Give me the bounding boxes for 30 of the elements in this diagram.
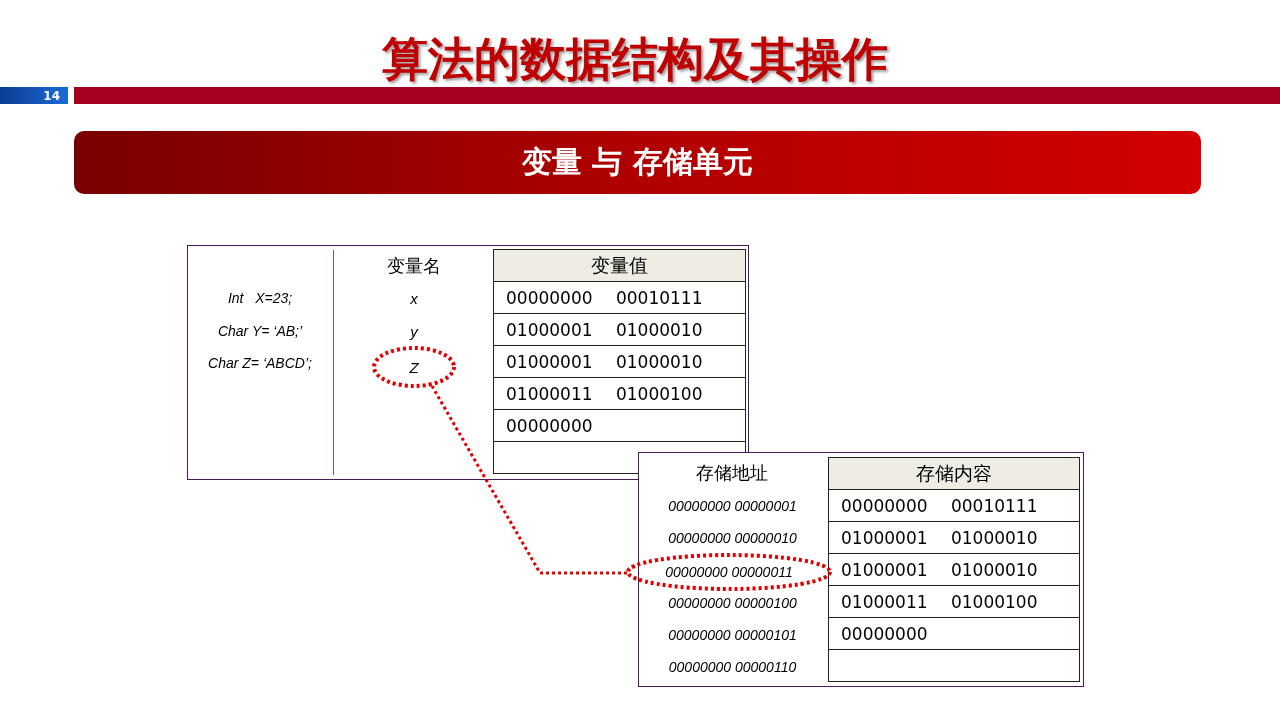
code-line: Int X=23;: [226, 289, 294, 308]
code-line: Char Y= ‘AB;’: [216, 322, 304, 341]
slide-title: 算法的数据结构及其操作: [381, 32, 889, 88]
table-cell: 00000000: [828, 618, 1080, 650]
memory-address: 00000000 00000110: [667, 658, 798, 677]
table-cell: 00000000: [493, 410, 746, 442]
table-cell: 01000001 01000010: [828, 554, 1080, 586]
memory-address: 00000000 00000001: [667, 497, 798, 516]
table-cell: 01000001 01000010: [493, 346, 746, 378]
page-number: 14: [0, 87, 68, 104]
table-cell: 00000000 00010111: [828, 490, 1080, 522]
variable-name: x: [409, 288, 419, 309]
table-cell: 01000001 01000010: [828, 522, 1080, 554]
memory-address: 00000000 00000011: [664, 563, 794, 582]
column-header: 变量名: [386, 254, 442, 278]
memory-address: 00000000 00000010: [667, 529, 798, 548]
column-header: 存储内容: [828, 457, 1080, 490]
memory-address: 00000000 00000100: [667, 594, 798, 613]
section-banner: 变量 与 存储单元: [74, 131, 1201, 194]
table-cell: 01000011 01000100: [493, 378, 746, 410]
dotted-connector: [430, 385, 627, 575]
table-cell: 00000000 00010111: [493, 282, 746, 314]
code-line: Char Z= ‘ABCD’;: [207, 354, 313, 373]
memory-address: 00000000 00000101: [667, 626, 798, 645]
variable-name: y: [408, 321, 420, 342]
column-header: 变量值: [493, 249, 746, 282]
table-cell: 01000011 01000100: [828, 586, 1080, 618]
table-cell: 01000001 01000010: [493, 314, 746, 346]
variable-name: Z: [408, 357, 420, 377]
column-header: 存储地址: [695, 461, 769, 485]
